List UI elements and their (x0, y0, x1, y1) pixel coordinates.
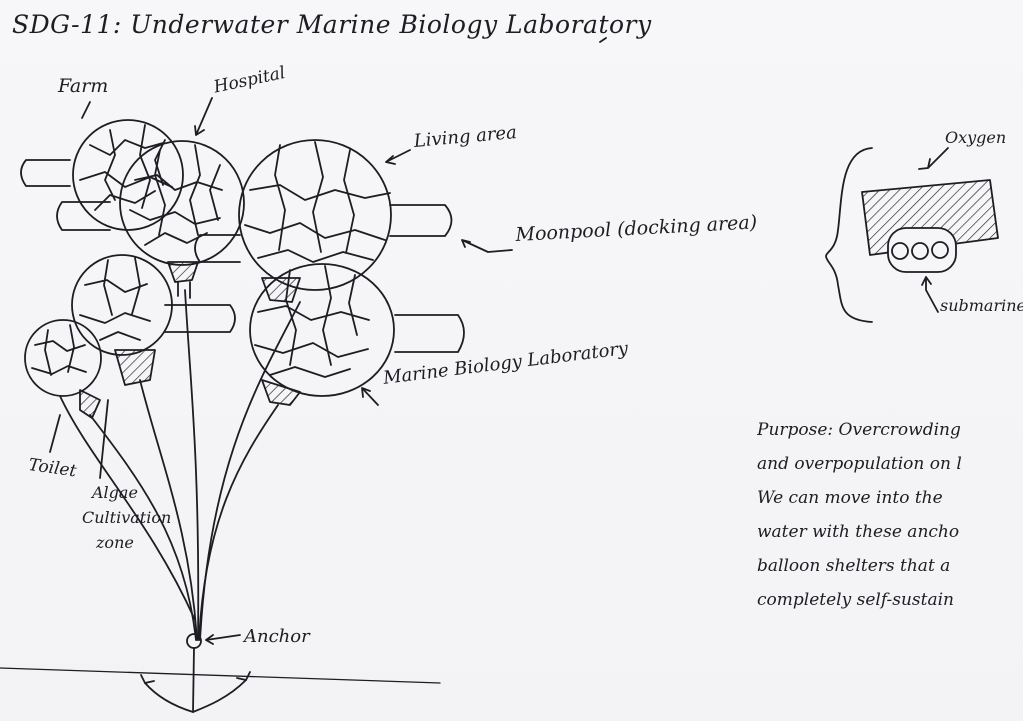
farm-pod (72, 119, 184, 231)
algae-line-1: Algae (92, 483, 138, 502)
algae-leader (99, 399, 109, 479)
purpose-line: balloon shelters that a (757, 556, 951, 576)
bracket (825, 147, 873, 323)
farm-tube (20, 159, 71, 187)
hospital-leader (194, 97, 213, 136)
mid-tube (164, 304, 236, 333)
page-title: SDG-11: Underwater Marine Biology Labora… (12, 10, 652, 39)
purpose-text: Purpose: Overcrowding and overpopulation… (757, 413, 1023, 617)
farm-leader (81, 101, 91, 119)
algae-line-2: Cultivation (82, 508, 172, 527)
lab-pod (249, 263, 395, 406)
living-tube (389, 204, 453, 237)
label-anchor: Anchor (244, 626, 310, 647)
label-submarine: submarine (940, 296, 1023, 315)
purpose-line: water with these ancho (757, 522, 960, 542)
lab-tube (394, 314, 465, 353)
label-algae-zone: Algae Cultivation zone (82, 480, 171, 555)
middle-pod (71, 254, 173, 386)
anchor-leader (205, 634, 241, 645)
purpose-line: Purpose: Overcrowding (757, 420, 961, 440)
toilet-leader (49, 414, 61, 453)
label-oxygen: Oxygen (945, 128, 1007, 147)
moonpool-leader (461, 239, 513, 253)
lab-leader (361, 387, 379, 406)
purpose-line: We can move into the (757, 488, 943, 508)
hospital-pod (119, 140, 245, 299)
submarine-leader (921, 276, 939, 313)
seafloor-line (0, 667, 441, 684)
oxygen-leader (918, 147, 949, 170)
submarine-icon (887, 227, 957, 273)
purpose-line: completely self-sustain (757, 590, 954, 610)
living-pod (238, 139, 392, 303)
label-farm: Farm (58, 75, 109, 97)
living-leader (385, 149, 411, 165)
algae-line-3: zone (96, 533, 134, 552)
hospital-tube (56, 201, 111, 231)
anchor-icon (140, 633, 251, 713)
purpose-line: and overpopulation on l (757, 454, 962, 474)
tethers (59, 289, 301, 641)
